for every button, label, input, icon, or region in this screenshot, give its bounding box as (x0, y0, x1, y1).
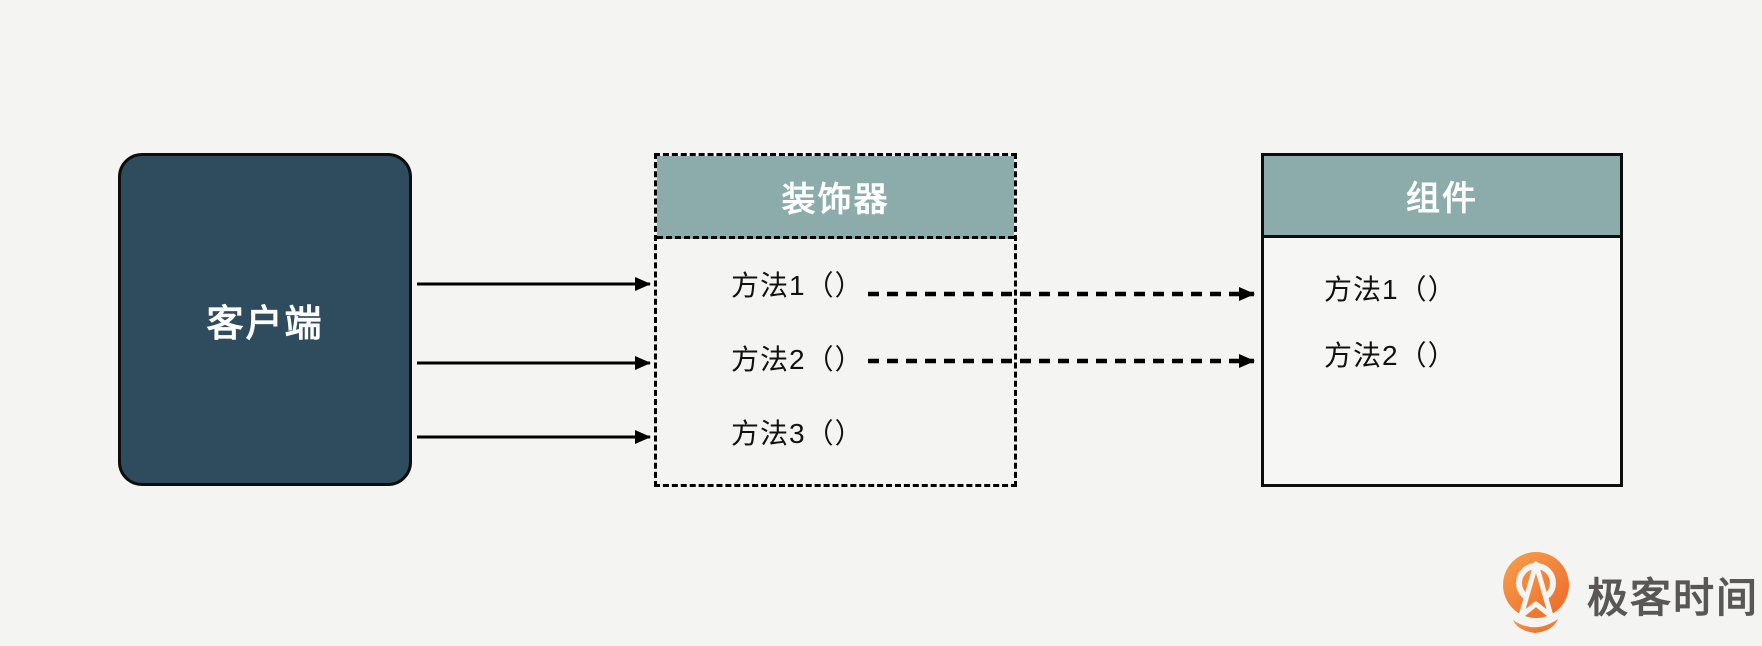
decorator-method-2: 方法2（） (731, 344, 864, 375)
component-header: 组件 (1264, 156, 1620, 238)
solid-call-arrows (417, 277, 651, 444)
component-method-1: 方法1（） (1324, 274, 1457, 305)
decorator-method-3: 方法3（） (731, 418, 864, 449)
geektime-logo: 极客时间 (1498, 552, 1759, 636)
geektime-logo-text: 极客时间 (1587, 575, 1759, 621)
geektime-logo-icon (1503, 552, 1569, 633)
client-node: 客户端 (118, 153, 412, 486)
decorator-method-1: 方法1（） (731, 270, 864, 301)
component-node: 组件 方法1（） 方法2（） (1261, 153, 1623, 487)
decorator-node: 装饰器 方法1（） 方法2（） 方法3（） (654, 153, 1017, 487)
decorator-header: 装饰器 (657, 156, 1014, 239)
component-method-2: 方法2（） (1324, 340, 1457, 371)
client-label: 客户端 (206, 302, 324, 344)
